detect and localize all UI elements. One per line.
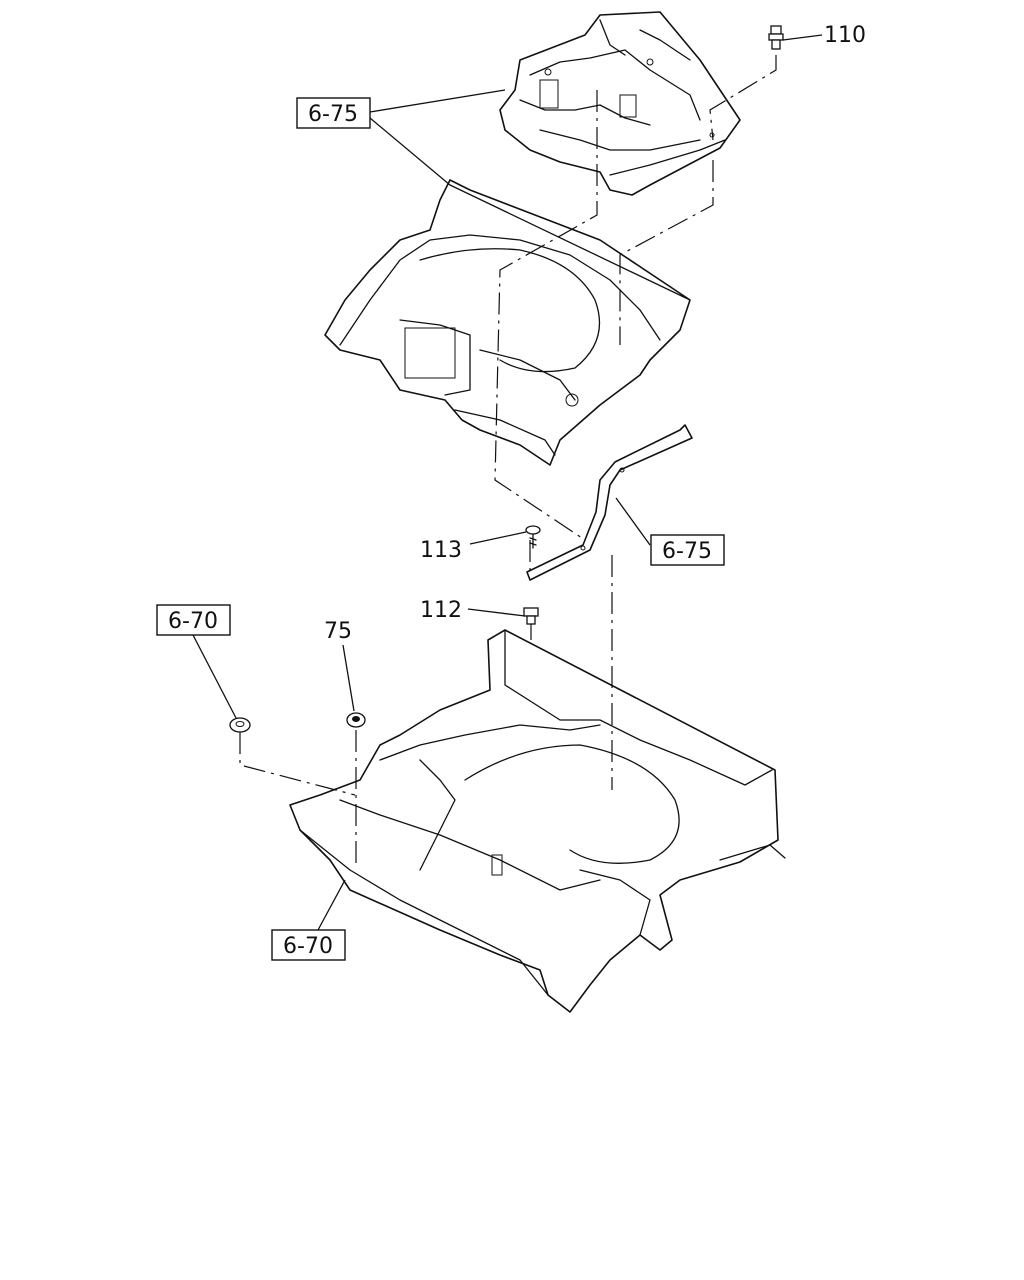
bracket	[526, 424, 693, 581]
callout-6-70-left: 6-70	[156, 604, 231, 636]
grommet	[229, 717, 251, 733]
screw-113	[525, 525, 541, 549]
alignment-lines	[239, 55, 777, 865]
callout-6-70-bottom: 6-70	[271, 929, 346, 961]
label-112: 112	[420, 598, 462, 623]
callout-6-75-bracket: 6-75	[650, 534, 725, 566]
upper-panel	[499, 11, 741, 196]
leader-lines	[192, 34, 823, 931]
label-6-70-left: 6-70	[168, 609, 218, 634]
label-6-70-bottom: 6-70	[283, 934, 333, 959]
label-113: 113	[420, 538, 462, 563]
middle-floor-panel	[324, 179, 691, 466]
bolt-110	[768, 25, 784, 50]
label-110: 110	[824, 23, 866, 48]
label-6-75-top: 6-75	[308, 102, 358, 127]
lower-floor-panel	[289, 629, 786, 1013]
nut-75	[346, 712, 366, 728]
label-75: 75	[324, 619, 352, 644]
hardware	[229, 25, 784, 733]
callout-6-75-top: 6-75	[296, 97, 371, 129]
label-6-75-bracket: 6-75	[662, 539, 712, 564]
clip-112	[523, 607, 539, 625]
